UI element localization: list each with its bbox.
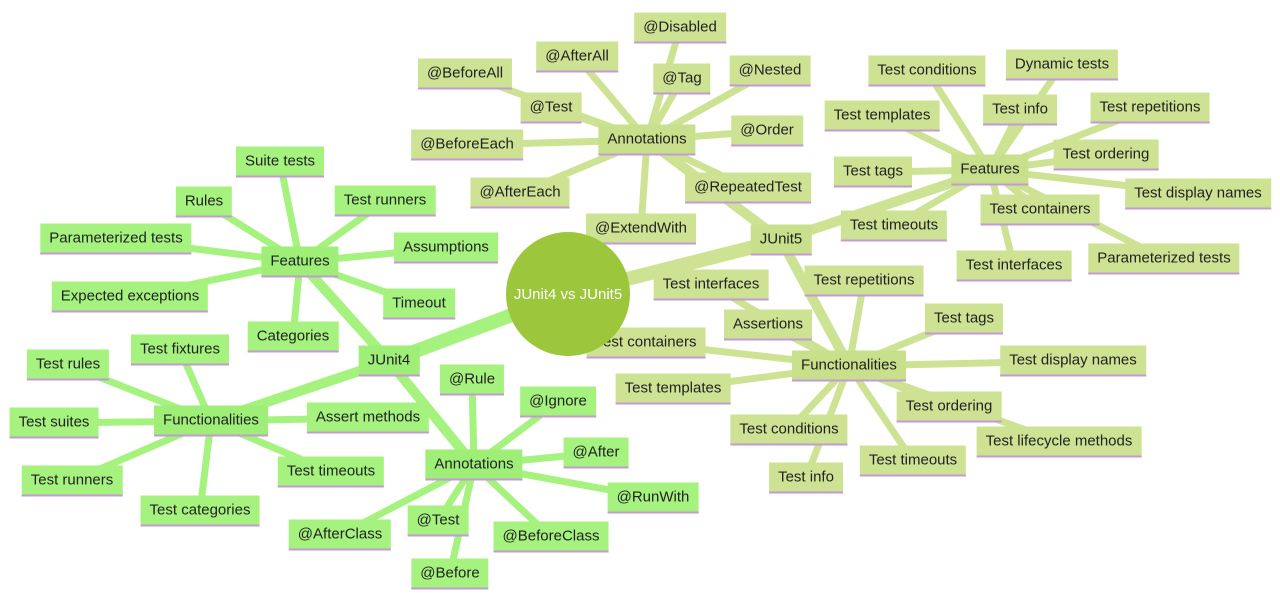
junit5-functionalities-test-repetitions-node[interactable]: Test repetitions	[804, 265, 924, 297]
junit5-annotations-beforeall-node[interactable]: @BeforeAll	[417, 58, 513, 90]
junit5-annotations-afterall-node[interactable]: @AfterAll	[536, 41, 618, 73]
junit5-features-test-conditions-node[interactable]: Test conditions	[868, 55, 986, 87]
junit5-functionalities-test-lifecycle-methods-node[interactable]: Test lifecycle methods	[976, 426, 1142, 458]
junit5-annotations-test-node[interactable]: @Test	[520, 92, 582, 124]
junit4-functionalities-test-suites-node[interactable]: Test suites	[9, 407, 99, 439]
junit5-annotations-node[interactable]: Annotations	[598, 124, 696, 156]
junit5-functionalities-edge	[776, 237, 854, 369]
junit5-features-test-conditions-edge	[924, 69, 993, 172]
junit5-node[interactable]: JUnit5	[750, 224, 812, 256]
junit4-annotations-node[interactable]: Annotations	[425, 449, 523, 481]
junit5-functionalities-node[interactable]: Functionalities	[792, 350, 906, 382]
junit4-annotations-edge	[385, 357, 478, 469]
junit4-features-timeout-node[interactable]: Timeout	[383, 288, 455, 320]
junit4-features-test-runners-node[interactable]: Test runners	[334, 185, 436, 217]
junit4-annotations-test-node[interactable]: @Test	[407, 505, 469, 537]
junit4-annotations-runwith-node[interactable]: @RunWith	[607, 482, 699, 514]
junit4-features-node[interactable]: Features	[261, 246, 339, 278]
junit5-functionalities-test-info-node[interactable]: Test info	[769, 462, 843, 494]
junit5-annotations-extendwith-node[interactable]: @ExtendWith	[586, 213, 696, 245]
junit4-features-rules-node[interactable]: Rules	[175, 186, 233, 218]
junit5-features-test-interfaces-node[interactable]: Test interfaces	[956, 250, 1072, 282]
junit4-functionalities-test-runners-node[interactable]: Test runners	[21, 465, 123, 497]
junit5-functionalities-test-conditions-node[interactable]: Test conditions	[730, 414, 848, 446]
junit4-functionalities-test-fixtures-node[interactable]: Test fixtures	[130, 334, 230, 366]
junit4-functionalities-test-categories-node[interactable]: Test categories	[140, 495, 260, 527]
junit5-features-test-templates-node[interactable]: Test templates	[824, 100, 940, 132]
junit4-functionalities-test-timeouts-node[interactable]: Test timeouts	[277, 456, 385, 488]
junit5-features-parameterized-tests-node[interactable]: Parameterized tests	[1088, 243, 1240, 275]
junit5-annotations-disabled-node[interactable]: @Disabled	[634, 12, 726, 44]
junit5-functionalities-test-ordering-node[interactable]: Test ordering	[896, 391, 1002, 423]
junit4-features-expected-exceptions-node[interactable]: Expected exceptions	[51, 281, 209, 313]
junit5-functionalities-test-timeouts-node[interactable]: Test timeouts	[859, 445, 967, 477]
junit4-functionalities-assert-methods-node[interactable]: Assert methods	[306, 402, 430, 434]
junit5-features-test-info-node[interactable]: Test info	[983, 94, 1057, 126]
junit5-features-dynamic-tests-node[interactable]: Dynamic tests	[1005, 49, 1119, 81]
junit5-annotations-beforeeach-node[interactable]: @BeforeEach	[411, 129, 523, 161]
junit4-functionalities-test-rules-node[interactable]: Test rules	[26, 349, 110, 381]
junit5-annotations-order-node[interactable]: @Order	[731, 115, 803, 147]
junit5-functionalities-test-templates-node[interactable]: Test templates	[615, 373, 731, 405]
junit5-annotations-nested-node[interactable]: @Nested	[729, 55, 811, 87]
junit4-functionalities-node[interactable]: Functionalities	[154, 405, 268, 437]
junit4-annotations-rule-node[interactable]: @Rule	[439, 364, 505, 396]
junit4-annotations-after-node[interactable]: @After	[563, 437, 629, 469]
junit5-features-test-tags-node[interactable]: Test tags	[833, 156, 913, 188]
junit5-features-test-containers-node[interactable]: Test containers	[980, 194, 1100, 226]
root-node[interactable]: JUnit4 vs JUnit5	[506, 232, 630, 356]
junit5-functionalities-test-timeouts-edge	[846, 364, 916, 463]
junit4-features-suite-tests-node[interactable]: Suite tests	[235, 146, 325, 178]
junit5-functionalities-test-tags-node[interactable]: Test tags	[924, 303, 1004, 335]
junit5-features-node[interactable]: Features	[951, 154, 1029, 186]
junit5-features-test-ordering-node[interactable]: Test ordering	[1053, 139, 1159, 171]
junit4-features-edge	[296, 258, 393, 365]
junit5-features-test-repetitions-node[interactable]: Test repetitions	[1090, 92, 1210, 124]
junit4-annotations-before-node[interactable]: @Before	[411, 558, 489, 590]
junit4-features-categories-node[interactable]: Categories	[247, 321, 339, 353]
junit5-functionalities-test-interfaces-node[interactable]: Test interfaces	[653, 269, 769, 301]
junit5-annotations-tag-node[interactable]: @Tag	[653, 63, 711, 95]
junit5-functionalities-test-display-names-node[interactable]: Test display names	[1000, 345, 1146, 377]
junit5-functionalities-assertions-node[interactable]: Assertions	[723, 309, 813, 341]
junit4-annotations-ignore-node[interactable]: @Ignore	[520, 386, 596, 418]
junit5-features-test-timeouts-node[interactable]: Test timeouts	[840, 210, 948, 242]
junit4-node[interactable]: JUnit4	[358, 345, 420, 377]
junit4-annotations-afterclass-node[interactable]: @AfterClass	[288, 519, 392, 551]
junit5-features-test-display-names-node[interactable]: Test display names	[1125, 178, 1271, 210]
junit4-features-assumptions-node[interactable]: Assumptions	[394, 232, 498, 264]
junit4-annotations-beforeclass-node[interactable]: @BeforeClass	[493, 521, 609, 553]
junit5-annotations-repeatedtest-node[interactable]: @RepeatedTest	[685, 172, 811, 204]
junit5-annotations-aftereach-node[interactable]: @AfterEach	[470, 177, 570, 209]
junit4-features-parameterized-tests-node[interactable]: Parameterized tests	[40, 223, 192, 255]
junit4-features-suite-tests-edge	[276, 161, 304, 263]
